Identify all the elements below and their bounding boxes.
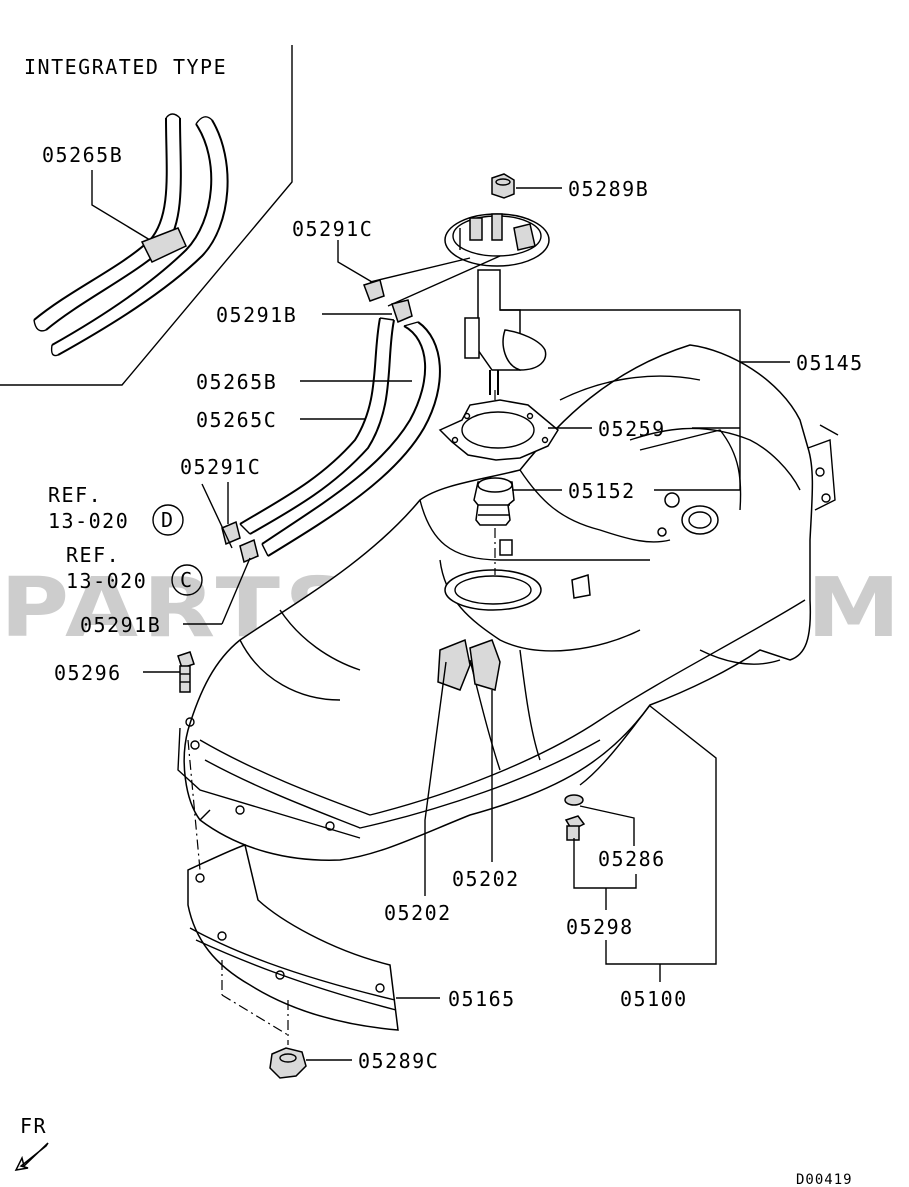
inset-leader bbox=[91, 170, 151, 241]
pump-connector-a bbox=[469, 217, 483, 241]
fuel-tank-body bbox=[177, 344, 839, 861]
tank-band-pad-b bbox=[469, 639, 501, 691]
direction-indicator: FR bbox=[14, 1114, 49, 1171]
clip-05291c-mid-icon bbox=[221, 520, 241, 546]
clip-05291b-low-icon bbox=[239, 538, 259, 564]
fuel-hoses-05265 bbox=[239, 317, 441, 557]
leader-lines bbox=[143, 187, 790, 1061]
label-05202-a[interactable]: 05202 bbox=[384, 901, 452, 925]
front-arrow-icon bbox=[14, 1142, 49, 1171]
retainer-ring-05259 bbox=[438, 399, 559, 461]
label-05145[interactable]: 05145 bbox=[796, 351, 864, 375]
label-05202-b[interactable]: 05202 bbox=[452, 867, 520, 891]
ref-d-letter: D bbox=[161, 508, 175, 532]
label-05259[interactable]: 05259 bbox=[598, 417, 666, 441]
label-05152[interactable]: 05152 bbox=[568, 479, 636, 503]
inset-twin-hose bbox=[33, 113, 229, 357]
label-05291c-mid[interactable]: 05291C bbox=[180, 455, 261, 479]
inset-border bbox=[0, 45, 293, 386]
label-05291c-top[interactable]: 05291C bbox=[292, 217, 373, 241]
nut-05289c-icon bbox=[269, 1047, 307, 1079]
pump-connector-b bbox=[491, 213, 503, 241]
label-05165[interactable]: 05165 bbox=[448, 987, 516, 1011]
clip-05291b-top-icon bbox=[391, 299, 413, 324]
washer-05286-icon bbox=[564, 794, 584, 806]
tank-band-pad-a bbox=[437, 638, 471, 691]
label-05291b-top[interactable]: 05291B bbox=[216, 303, 297, 327]
pump-motor-icon bbox=[502, 329, 547, 371]
ref-d-code: 13-020 bbox=[48, 509, 129, 533]
gasket-05152 bbox=[473, 390, 515, 575]
hose-clip-icon bbox=[140, 227, 187, 263]
ref-d[interactable]: REF. 13-020 D bbox=[48, 483, 184, 536]
label-05265c[interactable]: 05265C bbox=[196, 408, 277, 432]
bolt-05298-icon bbox=[564, 815, 586, 841]
diagram-code: D00419 bbox=[796, 1172, 853, 1187]
label-05291b-low[interactable]: 05291B bbox=[80, 613, 161, 637]
ref-c-prefix: REF. bbox=[66, 543, 120, 567]
integrated-type-inset: INTEGRATED TYPE 05265B bbox=[0, 45, 293, 386]
ref-c-code: 13-020 bbox=[66, 569, 147, 593]
ref-c-circle-icon bbox=[171, 564, 203, 596]
hose-clips bbox=[221, 279, 413, 564]
label-05289c[interactable]: 05289C bbox=[358, 1049, 439, 1073]
ref-d-prefix: REF. bbox=[48, 483, 102, 507]
part-labels: 05289B 05291C 05291B 05265B 05265C 05145… bbox=[54, 177, 864, 1073]
inset-title: INTEGRATED TYPE bbox=[24, 55, 227, 79]
pump-seat-ring bbox=[444, 569, 542, 611]
fuel-pump-module bbox=[369, 213, 550, 395]
label-05289b[interactable]: 05289B bbox=[568, 177, 649, 201]
ref-c-letter: C bbox=[180, 568, 194, 592]
ref-d-circle-icon bbox=[152, 504, 184, 536]
clip-05291c-top-icon bbox=[363, 279, 385, 302]
direction-label: FR bbox=[20, 1114, 47, 1138]
filler-neck-port bbox=[681, 505, 719, 535]
nut-05289b-icon bbox=[491, 173, 515, 199]
label-05265b[interactable]: 05265B bbox=[196, 370, 277, 394]
inset-label-05265b: 05265B bbox=[42, 143, 123, 167]
bolt-05296-icon bbox=[177, 651, 195, 693]
label-05298[interactable]: 05298 bbox=[566, 915, 634, 939]
label-05296[interactable]: 05296 bbox=[54, 661, 122, 685]
label-05100[interactable]: 05100 bbox=[620, 987, 688, 1011]
ref-c[interactable]: REF. 13-020 C bbox=[66, 543, 203, 596]
label-05286[interactable]: 05286 bbox=[598, 847, 666, 871]
tank-protector-05165 bbox=[187, 739, 399, 1045]
